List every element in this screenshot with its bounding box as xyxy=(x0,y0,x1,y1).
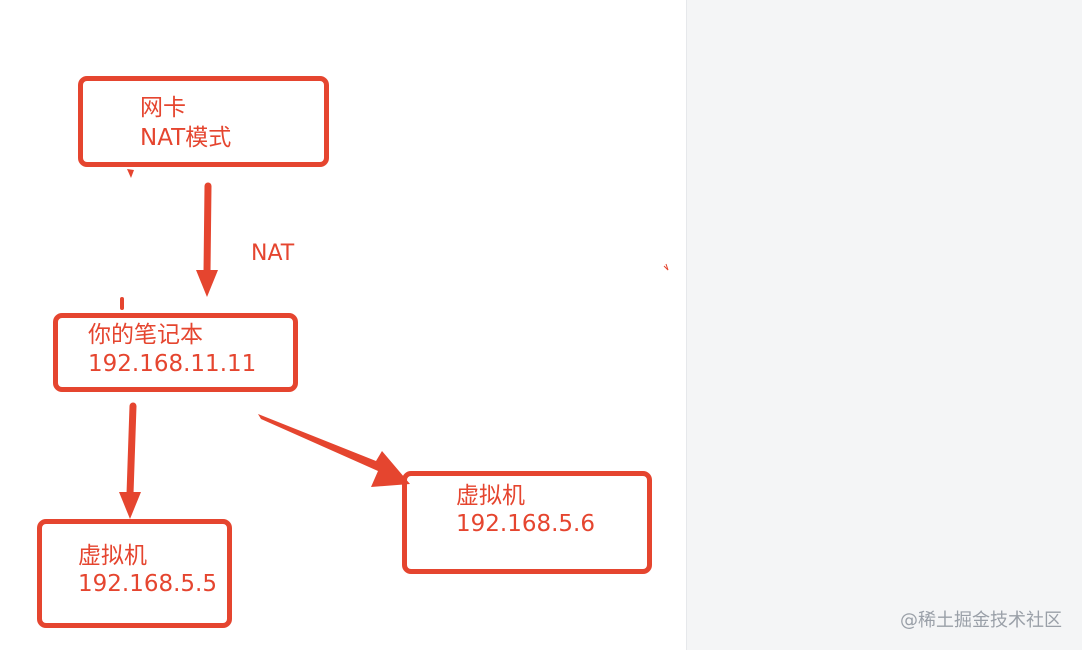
nic-box xyxy=(78,76,329,167)
vm-right-box xyxy=(402,471,652,574)
vm-left-box xyxy=(37,519,232,628)
arrow-laptop-to-vm-right xyxy=(258,414,410,487)
vm-right-title: 虚拟机 xyxy=(456,483,525,509)
laptop-ip: 192.168.11.11 xyxy=(88,351,257,377)
arrow-nic-to-laptop xyxy=(196,182,218,297)
side-panel xyxy=(686,0,1082,650)
vm-left-title: 虚拟机 xyxy=(78,543,147,569)
nic-title: 网卡 xyxy=(140,95,186,121)
box-tail-mark xyxy=(127,169,134,178)
watermark: @稀土掘金技术社区 xyxy=(900,610,1062,631)
tiny-mark xyxy=(663,263,669,271)
vm-left-ip: 192.168.5.5 xyxy=(78,571,217,597)
arrow-laptop-to-vm-left xyxy=(119,402,141,519)
nic-mode: NAT模式 xyxy=(140,125,232,151)
vm-right-ip: 192.168.5.6 xyxy=(456,511,595,537)
nat-label: NAT xyxy=(251,241,295,266)
laptop-title: 你的笔记本 xyxy=(88,322,203,348)
laptop-box xyxy=(53,313,298,392)
